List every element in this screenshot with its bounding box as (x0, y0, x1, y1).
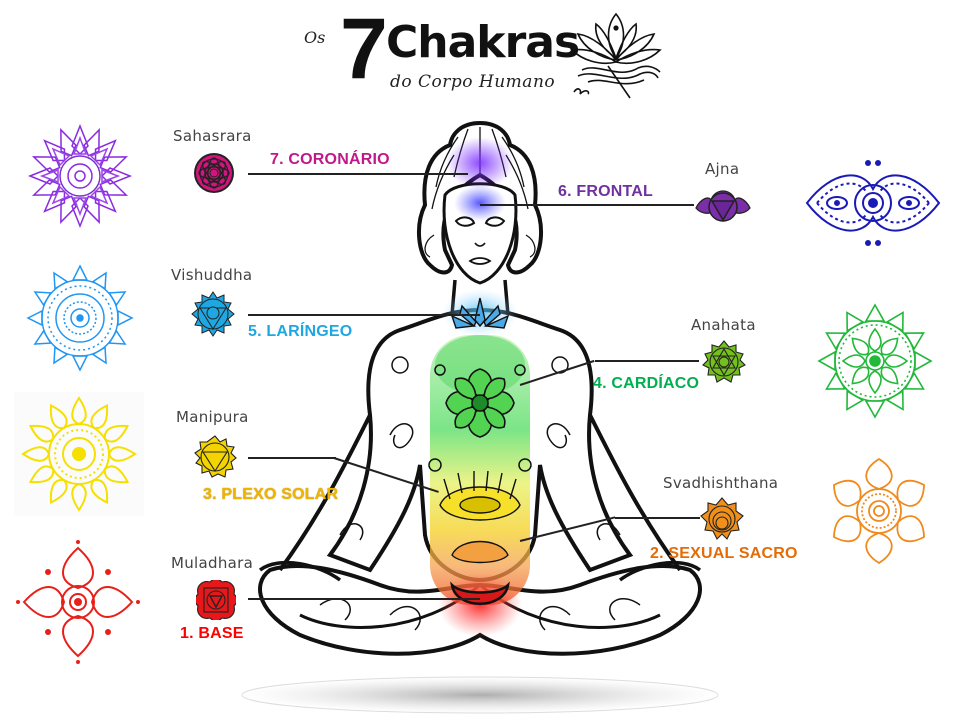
solar-plexus-chakra-label: 3. PLEXO SOLAR (203, 486, 339, 503)
solar-connector-line-a (248, 457, 336, 459)
third-eye-connector-line (480, 204, 694, 206)
root-connector-line (248, 598, 480, 600)
anahata-name: Anahata (691, 316, 756, 334)
throat-symbol-icon (191, 291, 235, 337)
lotus-logo-icon (570, 12, 662, 99)
sacral-connector-line-a (615, 517, 700, 519)
root-symbol-icon (196, 580, 236, 620)
orange-mandala-icon (826, 457, 932, 564)
svadhishthana-name: Svadhishthana (663, 474, 779, 492)
meditating-figure-illustration (241, 120, 719, 714)
crown-connector-line (248, 173, 468, 175)
crown-chakra-label: 7. CORONÁRIO (270, 151, 390, 168)
root-chakra-label: 1. BASE (180, 625, 244, 642)
yellow-mandala-icon (14, 392, 144, 516)
title-block: Os 7 Chakras do Corpo Humano (290, 6, 670, 110)
third-eye-chakra-label: 6. FRONTAL (558, 183, 654, 200)
heart-chakra-label: 4. CARDÍACO (593, 375, 700, 392)
blue-eye-mandala-icon (805, 160, 941, 246)
title-number: 7 (340, 1, 388, 97)
ajna-name: Ajna (705, 160, 740, 178)
sacral-chakra-label: 2. SEXUAL SACRO (650, 545, 798, 562)
sahasrara-name: Sahasrara (173, 127, 252, 145)
heart-symbol-icon (702, 340, 746, 383)
title-prefix: Os (304, 28, 326, 47)
sacral-symbol-icon (700, 497, 744, 540)
crown-lotus-symbol-icon (194, 153, 234, 193)
purple-mandala-icon (29, 123, 131, 227)
manipura-name: Manipura (176, 408, 249, 426)
title-subtitle: do Corpo Humano (390, 72, 556, 92)
throat-chakra-label: 5. LARÍNGEO (248, 323, 353, 340)
vishuddha-name: Vishuddha (171, 266, 253, 284)
third-eye-symbol-icon (695, 190, 751, 222)
title-main: Chakras (386, 17, 580, 68)
muladhara-name: Muladhara (171, 554, 254, 572)
light-blue-mandala-icon (27, 264, 133, 371)
throat-connector-line (248, 314, 480, 316)
heart-connector-line-a (595, 360, 699, 362)
solar-plexus-symbol-icon (194, 435, 237, 478)
red-mandala-icon (16, 540, 140, 664)
green-mandala-icon (818, 303, 932, 418)
